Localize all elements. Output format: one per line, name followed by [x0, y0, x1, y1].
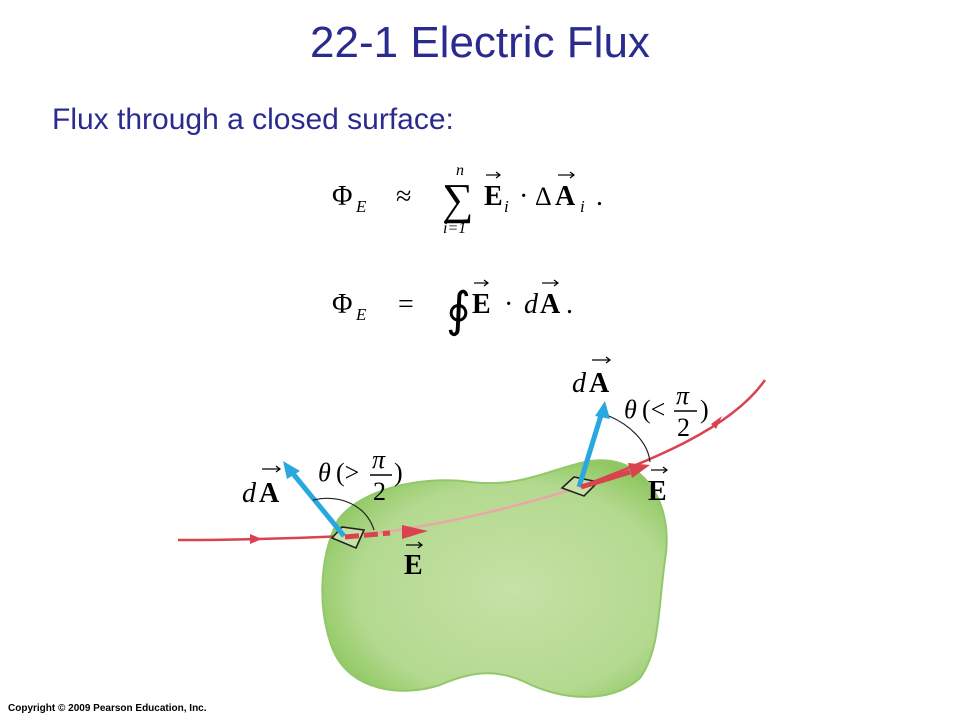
- eq2-phi: Φ: [332, 289, 352, 320]
- eq1-vector-E: E: [484, 181, 503, 212]
- left-dA-A: A: [259, 478, 280, 509]
- eq1-vector-E-arrow: [486, 171, 501, 179]
- left-E-arrowhead: [402, 525, 428, 539]
- right-E-arrowhead: [628, 463, 650, 478]
- eq2-vector-E-arrow: [474, 279, 489, 287]
- eq2-d: d: [524, 289, 539, 320]
- eq1-delta: Δ: [535, 182, 552, 211]
- eq2-vector-A-arrow: [542, 279, 559, 287]
- eq1-vector-A: A: [555, 181, 576, 212]
- equation-sum: Φ E ≈ n ∑ i=1 E i · Δ A i .: [332, 162, 603, 237]
- left-E-vector: [344, 530, 391, 540]
- eq1-approx: ≈: [396, 181, 411, 212]
- left-dA-arrow: [262, 465, 281, 473]
- right-normal-vector: [576, 411, 605, 488]
- eq2-vector-E: E: [472, 289, 491, 320]
- left-E-label: E: [404, 550, 423, 581]
- eq1-index-i: i: [504, 197, 509, 216]
- field-line-arrowhead-2: [711, 416, 722, 429]
- eq1-phi: Φ: [332, 181, 352, 212]
- closed-surface: [321, 459, 668, 698]
- left-dA-d: d: [242, 478, 257, 509]
- eq1-phi-sub: E: [355, 197, 367, 216]
- left-condition-close: ): [394, 458, 403, 487]
- eq1-upper-limit: n: [456, 162, 464, 179]
- equation-integral: Φ E = ∮ E · d A .: [332, 279, 573, 337]
- slide-title: 22-1 Electric Flux: [310, 18, 650, 67]
- left-E-label-arrow: [406, 541, 423, 549]
- left-pi: π: [372, 445, 386, 474]
- right-E-label-arrow: [651, 466, 668, 474]
- left-condition-open: (>: [336, 458, 359, 487]
- eq1-lower-limit: i=1: [443, 220, 466, 237]
- eq2-equals: =: [398, 289, 414, 320]
- field-line-left: [177, 534, 346, 542]
- slide-subtitle: Flux through a closed surface:: [52, 103, 454, 136]
- eq2-phi-sub: E: [355, 305, 367, 324]
- right-theta-arc: [608, 415, 651, 463]
- left-surface-element: [283, 461, 428, 550]
- eq1-sum-symbol: ∑: [442, 175, 473, 224]
- eq2-vector-A: A: [540, 289, 561, 320]
- copyright-notice: Copyright © 2009 Pearson Education, Inc.: [8, 703, 207, 714]
- left-normal-vector: [288, 468, 346, 538]
- eq1-index-i2: i: [580, 197, 585, 216]
- left-theta: θ: [318, 458, 331, 487]
- eq1-dot: ·: [519, 181, 528, 212]
- right-pi: π: [676, 381, 690, 410]
- eq2-integral-symbol: ∮: [446, 284, 471, 337]
- right-normal-arrowhead: [595, 401, 610, 419]
- right-E-label: E: [648, 476, 667, 507]
- right-dA-arrow: [592, 356, 611, 364]
- left-two: 2: [373, 477, 386, 506]
- right-theta: θ: [624, 395, 637, 424]
- right-E-vector: [580, 469, 631, 490]
- eq2-dot: ·: [504, 289, 513, 320]
- right-two: 2: [677, 413, 690, 442]
- left-theta-arc: [312, 497, 375, 531]
- right-dA-A: A: [589, 368, 610, 399]
- eq1-period: .: [596, 181, 603, 212]
- field-line-arrowhead-1: [250, 534, 262, 544]
- right-condition-close: ): [700, 395, 709, 424]
- right-surface-element: [560, 401, 651, 497]
- equations: Φ E ≈ n ∑ i=1 E i · Δ A i . Φ E = ∮ E · …: [332, 162, 603, 337]
- right-dA-d: d: [572, 368, 587, 399]
- left-normal-arrowhead: [283, 461, 300, 479]
- eq1-vector-A-arrow: [558, 171, 575, 179]
- right-condition-open: (<: [642, 395, 665, 424]
- eq2-period: .: [566, 289, 573, 320]
